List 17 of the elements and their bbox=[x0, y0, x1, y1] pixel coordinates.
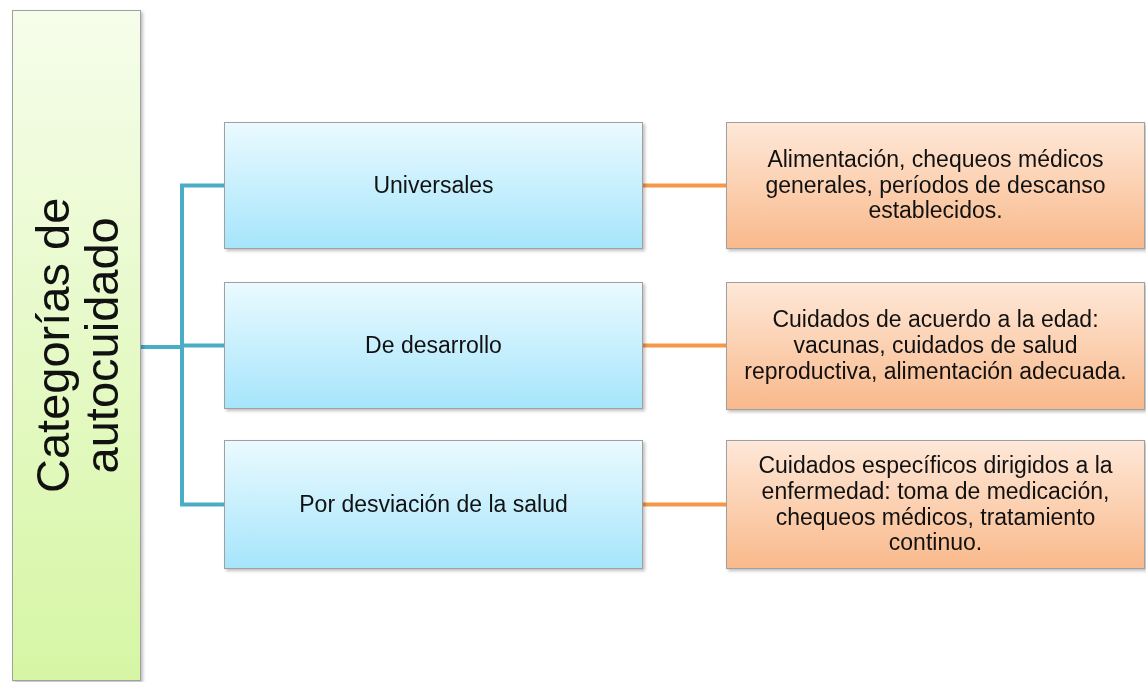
description-text: Cuidados específicos dirigidos a la enfermedad: toma de medicación, chequeos médicos, tratamiento continuo. bbox=[757, 453, 1114, 556]
description-box bbox=[726, 122, 1145, 249]
category-box bbox=[224, 440, 643, 569]
category-label: De desarrollo bbox=[364, 332, 503, 359]
vertical-title: Categorías de autocuidado bbox=[27, 196, 126, 496]
description-text: Cuidados de acuerdo a la edad: vacunas, cuidados de salud reproductiva, alimentación adecuada. bbox=[743, 307, 1128, 385]
category-label: Por desviación de la salud bbox=[298, 491, 569, 518]
category-box bbox=[224, 122, 643, 249]
connector-line bbox=[643, 502, 726, 507]
description-box bbox=[726, 282, 1145, 410]
description-text: Alimentación, chequeos médicos generales, períodos de descanso establecidos. bbox=[764, 146, 1107, 225]
category-box bbox=[224, 282, 643, 409]
category-label: Universales bbox=[372, 172, 495, 199]
connector-line bbox=[643, 343, 726, 348]
category-header-box bbox=[12, 10, 141, 681]
description-box bbox=[726, 440, 1145, 569]
connector-line bbox=[643, 183, 726, 188]
